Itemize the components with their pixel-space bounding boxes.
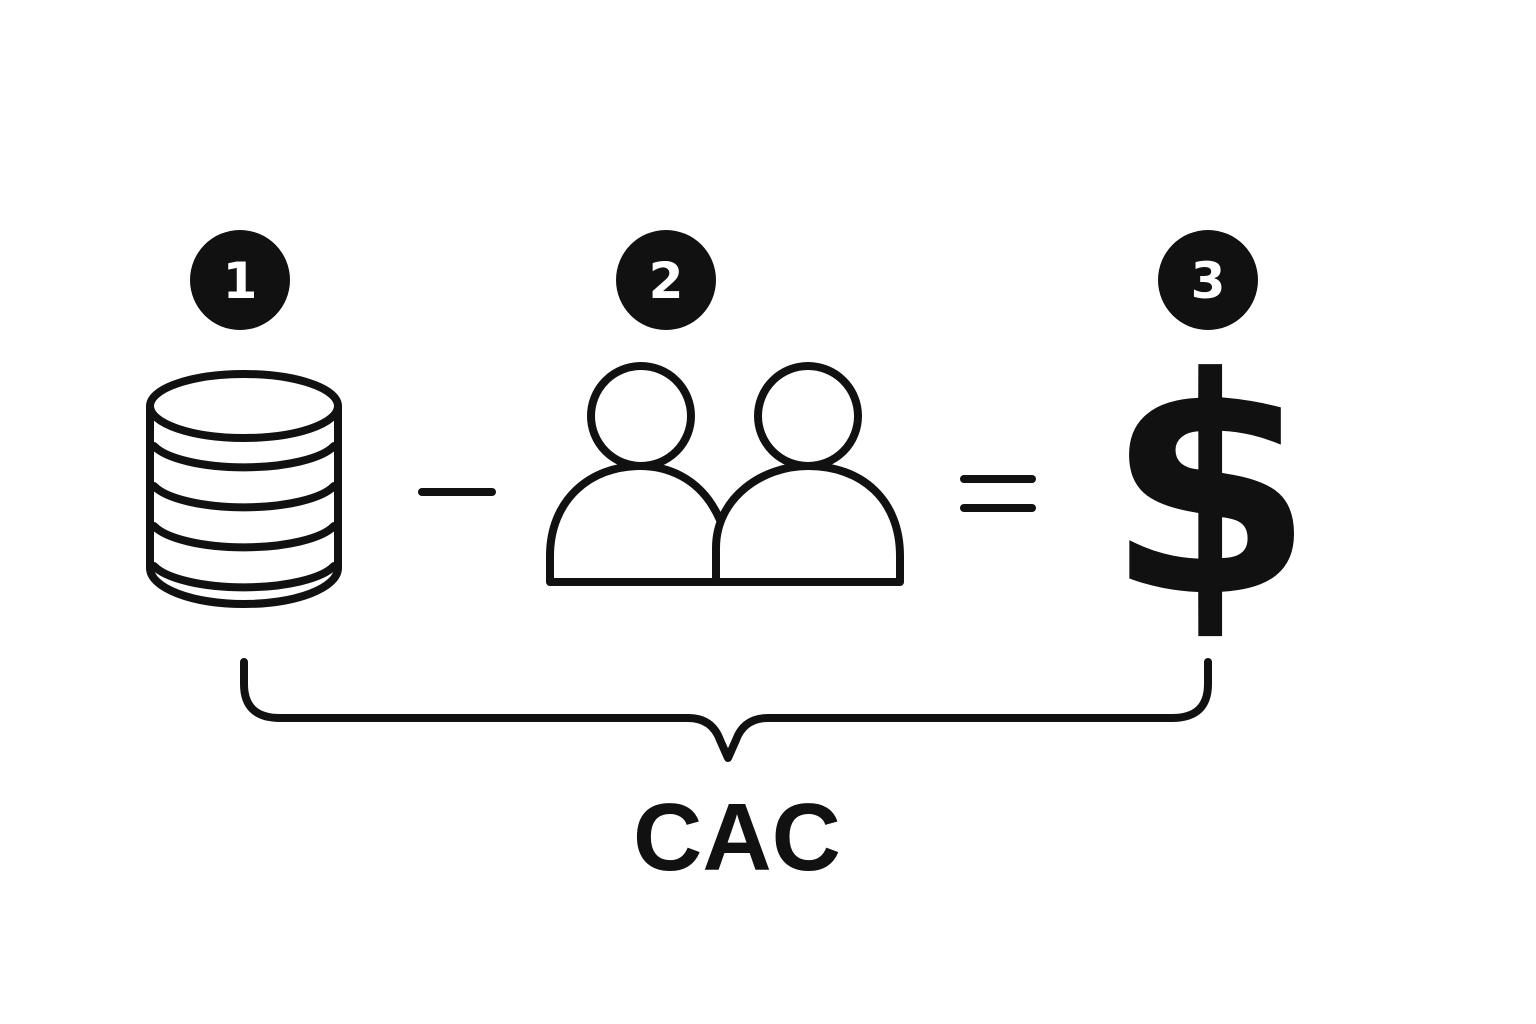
result-label-cac: CAC [633, 784, 841, 891]
step-2-number: 2 [649, 252, 684, 310]
users-icon [546, 362, 904, 586]
step-2-badge: 2 [616, 230, 716, 330]
step-1-number: 1 [223, 252, 258, 310]
step-3-number: 3 [1191, 252, 1226, 310]
equals-operator [960, 475, 1036, 512]
database-icon [146, 370, 342, 608]
dollar-icon: $ [1106, 314, 1315, 663]
dollar-symbol: $ [1106, 314, 1315, 663]
curly-brace [240, 658, 1212, 762]
step-1-badge: 1 [190, 230, 290, 330]
step-3-badge: 3 [1158, 230, 1258, 330]
